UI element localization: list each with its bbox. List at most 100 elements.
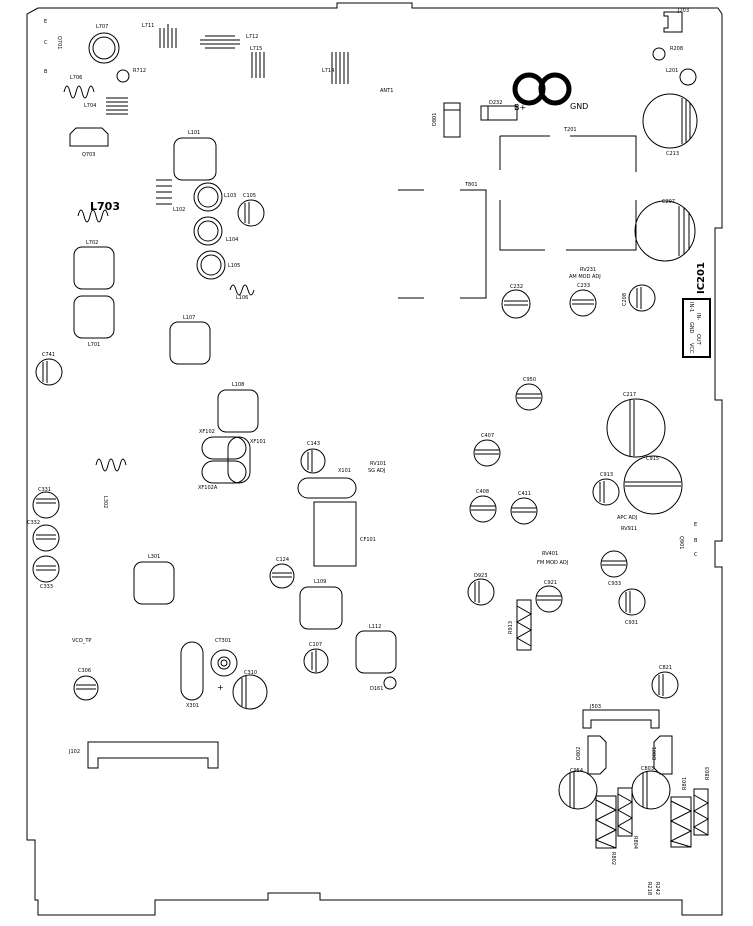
r802-resistor — [595, 795, 617, 849]
board-outline — [26, 2, 723, 916]
l711-inductor — [159, 24, 177, 48]
l106-inductor — [229, 284, 255, 296]
c232-capacitor — [501, 289, 531, 319]
c207-capacitor — [634, 200, 696, 262]
q703-transistor — [69, 127, 109, 147]
xf102a-filter — [201, 460, 247, 484]
c107-capacitor — [303, 648, 329, 674]
label-ic201: IC201 — [696, 262, 707, 294]
label-l108: L108 — [232, 382, 244, 388]
label-rv231: RV231 — [580, 267, 596, 273]
cf101-filter — [313, 501, 357, 567]
label-l301: L301 — [148, 554, 160, 560]
label-l106: L106 — [236, 295, 248, 301]
label-c933: C933 — [608, 581, 621, 587]
label-l103: L103 — [224, 193, 236, 199]
c915-capacitor — [623, 455, 683, 515]
label-c332: C332 — [27, 520, 40, 526]
label-d801b: D801 — [652, 747, 658, 760]
label-plus: + — [217, 683, 224, 692]
l109-coil — [299, 586, 343, 630]
l704-inductor — [106, 97, 128, 115]
l107-coil — [169, 321, 211, 365]
l301-coil — [133, 561, 175, 605]
c332-capacitor — [32, 524, 60, 552]
c331-capacitor — [32, 491, 60, 519]
label-j102: J102 — [68, 749, 80, 755]
r801-resistor — [670, 796, 692, 848]
label-d161: D161 — [370, 686, 383, 692]
label-apc-adj: APC ADJ — [617, 515, 637, 521]
c143-capacitor — [300, 448, 326, 474]
c933-capacitor — [600, 550, 628, 578]
l302-inductor — [95, 458, 127, 472]
label-d923: D923 — [474, 573, 487, 579]
label-j503: J503 — [589, 704, 601, 710]
label-c107: C107 — [309, 642, 322, 648]
c954-capacitor — [558, 770, 598, 810]
label-q701: Q701 — [56, 36, 62, 49]
c913-capacitor — [592, 478, 620, 506]
label-c913: C913 — [600, 472, 613, 478]
label-r218: R218 — [646, 882, 652, 895]
label-xf101: XF101 — [250, 439, 266, 445]
label-l715: L715 — [250, 46, 262, 52]
x101-crystal — [297, 477, 357, 499]
label-c407: C407 — [481, 433, 494, 439]
label-c306: C306 — [78, 668, 91, 674]
l108-coil — [217, 389, 259, 433]
label-b: B — [694, 538, 698, 544]
label-r712: R712 — [133, 68, 146, 74]
j102-connector — [87, 741, 219, 769]
c411-capacitor — [510, 497, 538, 525]
c208-capacitor — [628, 284, 656, 312]
c217-capacitor — [606, 398, 666, 458]
label-c741: C741 — [42, 352, 55, 358]
r804-resistor — [617, 787, 633, 837]
label-q901: Q901 — [678, 536, 684, 549]
l112-coil — [355, 630, 397, 674]
c333-capacitor — [32, 555, 60, 583]
l102-inductor — [156, 179, 172, 205]
label-bplus: B+ — [514, 103, 526, 112]
label-c931: C931 — [625, 620, 638, 626]
l103-coil — [193, 182, 223, 212]
label-c213: C213 — [666, 151, 679, 157]
label-l105: L105 — [228, 263, 240, 269]
label-c207: C207 — [662, 199, 675, 205]
label-c803: C803 — [641, 766, 654, 772]
label-l706: L706 — [70, 75, 82, 81]
label-c950: C950 — [523, 377, 536, 383]
label-r802: R802 — [610, 852, 616, 865]
r208-resistor — [652, 47, 666, 61]
label-c921: C921 — [544, 580, 557, 586]
gnd-terminal — [538, 72, 572, 106]
label-q701-e: E — [44, 19, 47, 25]
c931-capacitor — [618, 588, 646, 616]
c310-capacitor — [232, 674, 268, 710]
label-pin-gnd: GND — [688, 322, 694, 334]
label-c954: C954 — [570, 768, 583, 774]
label-x101: X101 — [338, 468, 351, 474]
label-r804: R804 — [632, 836, 638, 849]
l715-inductor — [251, 52, 265, 78]
label-xf102a: XF102A — [198, 485, 218, 491]
d161-diode — [383, 676, 397, 690]
label-c105: C105 — [243, 193, 256, 199]
d923-diode — [467, 578, 495, 606]
label-ct301: CT301 — [215, 638, 231, 644]
label-q701-b: B — [44, 69, 48, 75]
label-c333: C333 — [40, 584, 53, 590]
label-l102: L102 — [173, 207, 185, 213]
label-d232: D232 — [489, 100, 502, 106]
d801b-diode — [653, 735, 673, 775]
l703-inductor — [77, 209, 109, 223]
label-pin-vcc: VCC — [688, 343, 694, 354]
label-d802: D802 — [576, 747, 582, 760]
label-l701: L701 — [88, 342, 100, 348]
label-l702: L702 — [86, 240, 98, 246]
label-c411: C411 — [518, 491, 531, 497]
l104-coil — [193, 216, 223, 246]
l712-inductor — [200, 35, 240, 49]
j503-connector — [582, 709, 660, 729]
